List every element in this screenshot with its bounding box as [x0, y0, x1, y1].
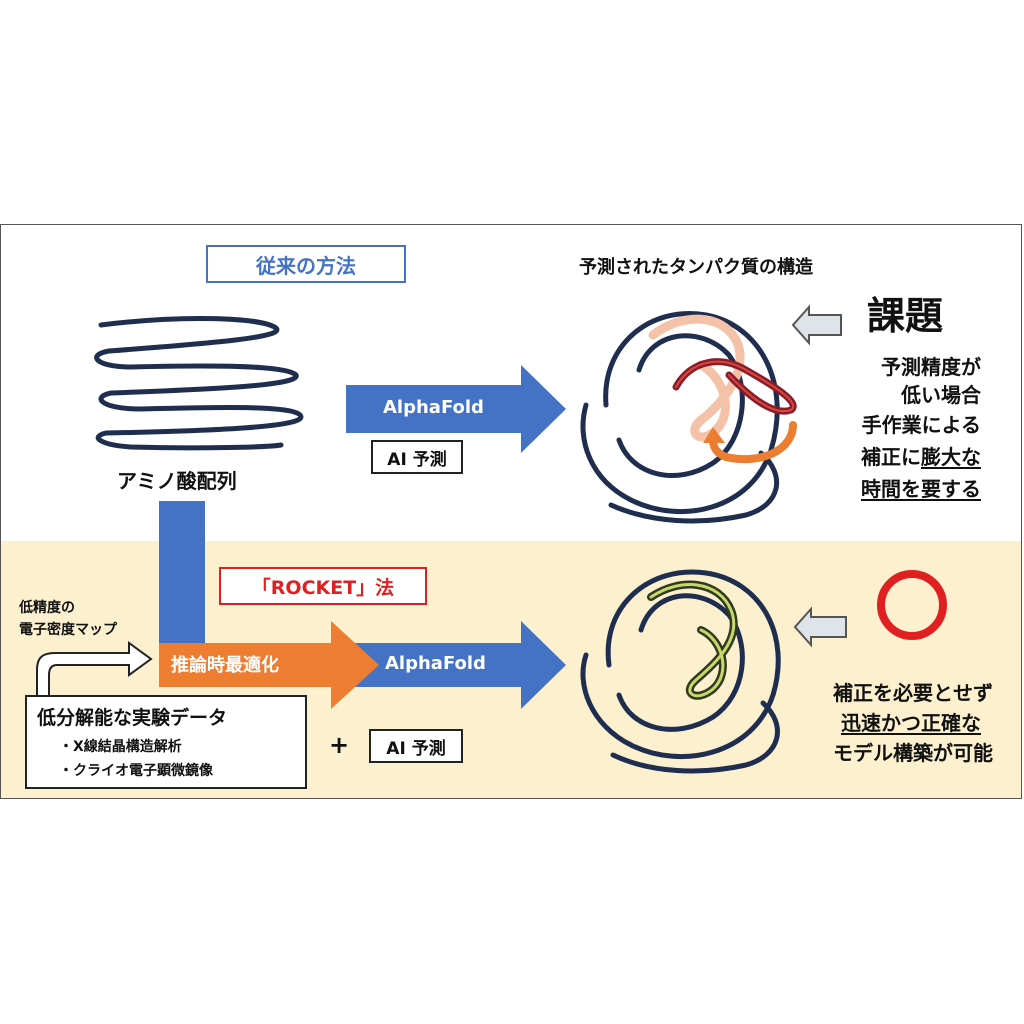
amino-acid-sequence-line [94, 316, 304, 451]
experimental-item-cryoem: ・クライオ電子顕微鏡像 [59, 763, 213, 779]
conventional-method-label: 従来の方法 [206, 245, 406, 283]
inference-optimization-label: 推論時最適化 [171, 655, 279, 676]
experimental-item-xray: ・X線結晶構造解析 [59, 739, 182, 755]
rocket-method-label: 「ROCKET」法 [219, 567, 427, 605]
success-circle-icon [877, 570, 947, 640]
ai-prediction-box-conventional: AI 予測 [371, 440, 463, 474]
feedback-loop-arrow [36, 641, 153, 726]
problem-pointer-arrow [791, 304, 842, 346]
problem-line-4-b: 膨大な [921, 445, 981, 469]
density-map-line-1: 低精度の [19, 600, 75, 616]
plus-sign: + [329, 731, 350, 759]
diagram-graphics [36, 304, 947, 774]
experimental-data-title: 低分解能な実験データ [37, 707, 228, 729]
inference-optimization-arrow [159, 621, 379, 709]
result-line-1: 補正を必要とせず [833, 681, 993, 705]
density-map-line-2: 電子密度マップ [19, 622, 117, 638]
ai-prediction-box-rocket: AI 予測 [369, 729, 463, 763]
correction-arrow [709, 421, 797, 464]
problem-line-4: 補正に膨大な [861, 441, 981, 470]
result-line-3: モデル構築が可能 [833, 741, 993, 765]
problem-line-2: 低い場合 [901, 383, 981, 407]
problem-line-4-a: 補正に [861, 445, 921, 469]
alphafold-label-conventional: AlphaFold [383, 397, 484, 418]
amino-acid-sequence-label: アミノ酸配列 [117, 469, 237, 493]
alphafold-label-rocket: AlphaFold [385, 653, 486, 674]
result-line-2: 迅速かつ正確な [841, 707, 981, 736]
predicted-structure-title: 予測されたタンパク質の構造 [579, 257, 813, 278]
alphafold-arrow-conventional [346, 365, 566, 453]
diagram-panel: 従来の方法 予測されたタンパク質の構造 アミノ酸配列 AlphaFold AI … [0, 224, 1022, 799]
result-pointer-arrow [793, 606, 847, 648]
problem-line-5: 時間を要する [861, 477, 981, 501]
predicted-structure-conventional [580, 311, 797, 524]
problem-line-1: 予測精度が [881, 355, 981, 379]
problem-title: 課題 [867, 294, 944, 338]
problem-line-3: 手作業による [861, 413, 981, 437]
result-line-2-b: 正確な [921, 711, 981, 735]
result-line-2-a: 迅速かつ [841, 711, 921, 735]
experimental-data-box: 低分解能な実験データ ・X線結晶構造解析 ・クライオ電子顕微鏡像 [25, 695, 307, 789]
predicted-structure-rocket [580, 569, 781, 774]
alphafold-arrow-rocket [311, 621, 566, 709]
